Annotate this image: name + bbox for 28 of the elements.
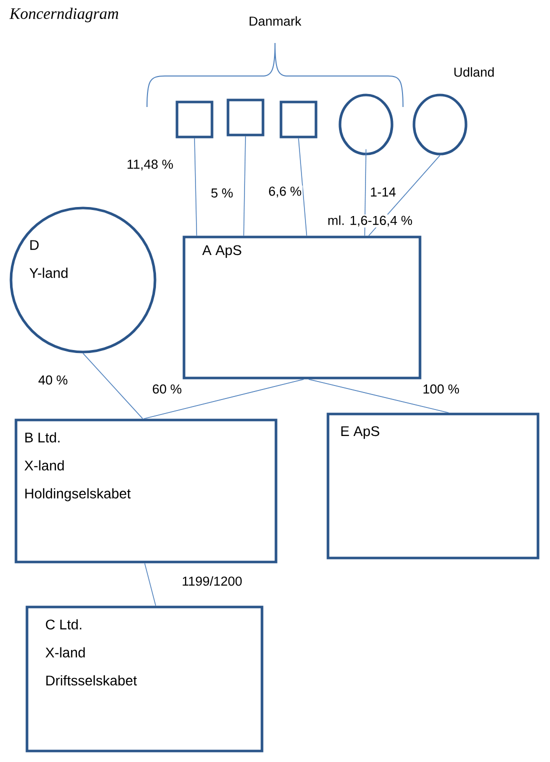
square — [226, 98, 264, 136]
connector-line — [298, 138, 308, 236]
edge-label: 6,6 % — [267, 186, 303, 198]
title: Koncerndiagram — [9, 8, 118, 22]
edge-label: 5 % — [210, 187, 234, 199]
circle — [412, 94, 468, 156]
edge-label: 1199/1200 — [180, 575, 244, 587]
connector-line — [144, 562, 156, 606]
connector-line — [143, 378, 304, 420]
company-box: B Ltd. X-land Holdingselskabet — [14, 418, 278, 564]
region-label: Udland — [452, 66, 496, 78]
edge-label: 100 % — [422, 383, 460, 395]
company-box: A ApS — [182, 236, 422, 380]
edge-label: 11,48 % — [126, 158, 174, 172]
square — [176, 100, 214, 138]
square — [280, 100, 318, 138]
edge-label: 1-14 — [369, 186, 397, 198]
region-label: Danmark — [248, 15, 302, 27]
edge-label: 40 % — [37, 374, 69, 386]
circle — [338, 94, 394, 156]
edge-label: 60 % — [151, 383, 183, 395]
connector-line — [194, 138, 198, 236]
connector-line — [243, 136, 246, 236]
note-label: ml. 1,6-16,4 % — [326, 214, 414, 228]
company-box: E ApS — [326, 412, 540, 560]
connector-line — [82, 352, 144, 420]
connector-line — [308, 378, 450, 414]
company-box: C Ltd. X-land Driftsselskabet — [26, 606, 264, 752]
